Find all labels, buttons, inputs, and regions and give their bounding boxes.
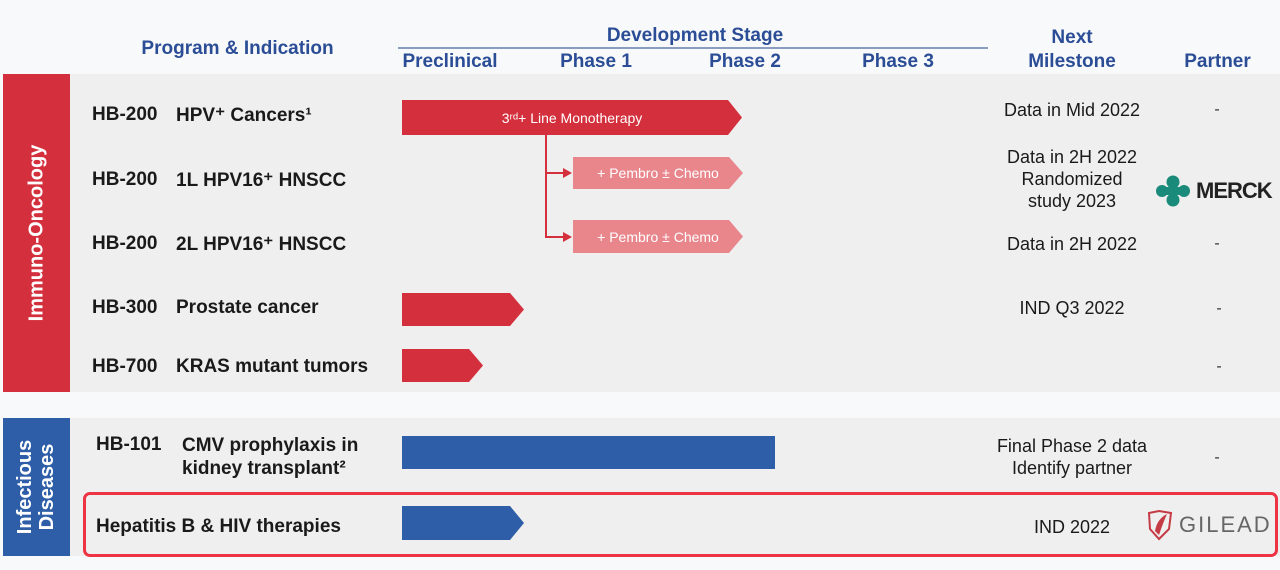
row-program: HB-300 (92, 297, 158, 318)
io-group-label: Immuno-Oncology (3, 74, 70, 392)
stage-phase-2: Phase 2 (709, 51, 781, 72)
bar-hb200-2l-combo: + Pembro ± Chemo (573, 220, 743, 253)
row-program: HB-200 (92, 233, 158, 254)
arrowhead (563, 232, 572, 242)
milestone: IND 2022 (1033, 517, 1111, 537)
connector-arrow (547, 172, 565, 174)
partner-none: - (1214, 101, 1220, 118)
partner-none: - (1216, 300, 1222, 317)
bar-hb700 (402, 349, 483, 382)
gilead-logo: GILEAD (1147, 509, 1272, 541)
gilead-icon (1147, 509, 1173, 541)
header-partner: Partner (1184, 51, 1251, 72)
bar-hb200-monotherapy: 3ʳᵈ+ Line Monotherapy (402, 100, 742, 135)
bar-hb200-1l-combo: + Pembro ± Chemo (573, 157, 743, 189)
stage-phase-3: Phase 3 (862, 51, 934, 72)
partner-none: - (1214, 235, 1220, 252)
row-program: HB-700 (92, 356, 158, 377)
merck-icon (1156, 175, 1190, 207)
row-indication: Hepatitis B & HIV therapies (96, 516, 341, 537)
milestone: Data in 2H 2022 (1006, 234, 1138, 254)
bar-hb101 (402, 436, 775, 469)
milestone: IND Q3 2022 (1019, 298, 1125, 318)
connector-line (545, 135, 547, 238)
row-program: HB-101 (96, 434, 162, 455)
milestone: Data in 2H 2022 Randomized study 2023 (1006, 147, 1138, 211)
connector-arrow (547, 236, 565, 238)
row-indication: KRAS mutant tumors (176, 356, 369, 377)
header-next-milestone: Next Milestone (1028, 27, 1116, 72)
stage-divider (398, 47, 988, 49)
merck-logo: MERCK (1156, 175, 1273, 207)
row-indication: 1L HPV16⁺ HNSCC (176, 170, 347, 191)
header-program: Program & Indication (141, 38, 334, 59)
arrowhead (563, 168, 572, 178)
bar-hepatitis-hiv (402, 506, 524, 540)
row-program: HB-200 (92, 104, 158, 125)
row-indication: 2L HPV16⁺ HNSCC (176, 234, 347, 255)
header-development-stage: Development Stage (606, 25, 784, 46)
partner-none: - (1214, 449, 1220, 466)
id-group-label: Infectious Diseases (3, 418, 70, 556)
row-indication: Prostate cancer (176, 297, 319, 318)
partner-none: - (1216, 358, 1222, 375)
stage-phase-1: Phase 1 (560, 51, 632, 72)
stage-preclinical: Preclinical (402, 51, 498, 72)
milestone: Final Phase 2 data Identify partner (996, 436, 1148, 478)
row-indication: HPV⁺ Cancers¹ (176, 105, 312, 126)
milestone: Data in Mid 2022 (1003, 100, 1141, 120)
bar-hb300 (402, 293, 524, 326)
row-program: HB-200 (92, 169, 158, 190)
row-indication: CMV prophylaxis in kidney transplant² (182, 435, 359, 479)
highlight-box (83, 492, 1278, 557)
